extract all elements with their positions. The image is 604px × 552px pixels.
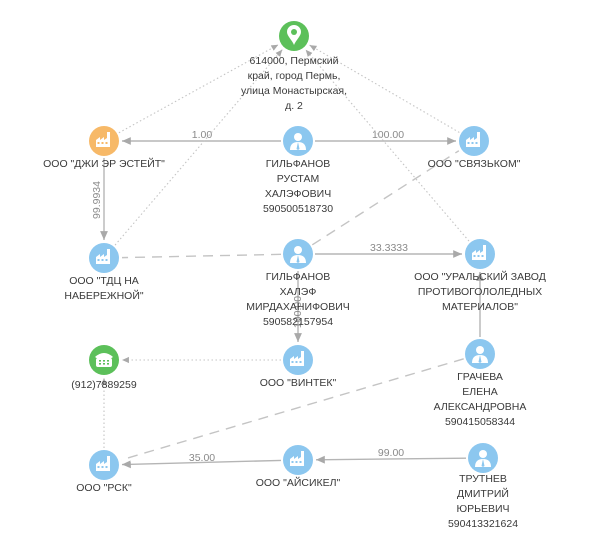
node-label: ГРАЧЕВА (457, 371, 503, 383)
node-tdc[interactable]: ООО "ТДЦ НА НАБЕРЕЖНОЙ" (64, 243, 144, 302)
node-label: ХАЛЭФ (280, 286, 317, 298)
map-pin-icon (287, 25, 301, 45)
node-label: ООО "ДЖИ ЭР ЭСТЕЙТ" (43, 157, 165, 170)
edge-svyaz-address (309, 44, 460, 133)
node-gilf_r[interactable]: ГИЛЬФАНОВ РУСТАМ ХАЛЭФОВИЧ 590500518730 (263, 126, 333, 215)
edge-label: 99.9934 (91, 181, 103, 219)
person-icon (290, 246, 306, 263)
node-label: РУСТАМ (277, 173, 320, 185)
node-label: ПРОТИВОГОЛОЛЕДНЫХ (418, 286, 542, 298)
node-label: край, город Пермь, (248, 70, 341, 82)
edge-gilf_h-tdc (121, 253, 282, 259)
node-label: МИРДАХАНИФОВИЧ (246, 301, 350, 313)
factory-icon (96, 456, 110, 471)
node-gilf_h[interactable]: ГИЛЬФАНОВ ХАЛЭФ МИРДАХАНИФОВИЧ 590582157954 (246, 239, 350, 328)
node-label: 614000, Пермский (250, 55, 339, 67)
node-label: 590500518730 (263, 203, 333, 215)
node-label: МАТЕРИАЛОВ" (442, 301, 518, 313)
node-label: ООО "УРАЛЬСКИЙ ЗАВОД (414, 270, 546, 283)
person-icon (475, 450, 491, 467)
person-icon (472, 346, 488, 363)
factory-icon (466, 132, 480, 147)
node-label: ХАЛЭФОВИЧ (265, 188, 331, 200)
node-vintek[interactable]: ООО "ВИНТЕК" (260, 345, 337, 389)
node-label: ГИЛЬФАНОВ (266, 158, 331, 170)
node-gracheva[interactable]: ГРАЧЕВА ЕЛЕНА АЛЕКСАНДРОВНА 590415058344 (434, 339, 527, 428)
node-label: ООО "АЙСИКЕЛ" (256, 476, 341, 489)
edge-label: 33.3333 (370, 242, 408, 254)
factory-icon (472, 245, 486, 260)
edge-tdc-address (114, 49, 283, 246)
node-label: АЛЕКСАНДРОВНА (434, 401, 527, 413)
node-label: 590413321624 (448, 518, 518, 530)
node-ural[interactable]: ООО "УРАЛЬСКИЙ ЗАВОД ПРОТИВОГОЛОЛЕДНЫХ МАТ… (414, 239, 546, 313)
factory-icon (96, 249, 110, 264)
edge-label: 35.00 (189, 452, 215, 464)
node-label: ООО "СВЯЗЬКОМ" (428, 158, 521, 170)
edge-trutnev-aisikel (315, 455, 467, 464)
node-label: ЮРЬЕВИЧ (456, 503, 509, 515)
node-label: 590415058344 (445, 416, 515, 428)
factory-icon (96, 132, 110, 147)
phone-icon (95, 353, 113, 367)
node-label: ООО "ТДЦ НА (69, 275, 139, 287)
node-label: ДМИТРИЙ (457, 487, 509, 500)
node-address[interactable]: 614000, Пермский край, город Пермь, улица … (241, 21, 347, 112)
node-label: НАБЕРЕЖНОЙ" (64, 289, 143, 302)
node-label: 590582157954 (263, 316, 333, 328)
node-aisikel[interactable]: ООО "АЙСИКЕЛ" (256, 445, 341, 489)
node-rsk[interactable]: ООО "РСК" (76, 450, 132, 494)
node-svyaz[interactable]: ООО "СВЯЗЬКОМ" (428, 126, 521, 170)
edge-gilf_h-svyaz (311, 150, 460, 246)
factory-icon (290, 351, 304, 366)
node-label: ООО "ВИНТЕК" (260, 377, 337, 389)
edge-aisikel-rsk (121, 459, 282, 469)
node-label: ГИЛЬФАНОВ (266, 271, 331, 283)
edge-gracheva-rsk (121, 358, 464, 461)
node-label: улица Монастырская, (241, 85, 347, 97)
node-label: ТРУТНЕВ (459, 473, 507, 485)
node-label: ООО "РСК" (76, 482, 132, 494)
node-label: д. 2 (285, 100, 303, 112)
person-icon (290, 133, 306, 150)
node-phone[interactable]: (912)7889259 (71, 345, 137, 391)
edge-label: 100.00 (292, 296, 304, 328)
node-label: ЕЛЕНА (462, 386, 497, 398)
edge-label: 99.00 (378, 447, 404, 459)
edge-label: 100.00 (372, 129, 404, 141)
factory-icon (290, 451, 304, 466)
node-jier[interactable]: ООО "ДЖИ ЭР ЭСТЕЙТ" (43, 126, 165, 170)
node-trutnev[interactable]: ТРУТНЕВ ДМИТРИЙ ЮРЬЕВИЧ 590413321624 (448, 443, 518, 530)
nodes-layer: 614000, Пермский край, город Пермь, улица … (43, 21, 546, 530)
node-label: (912)7889259 (71, 379, 137, 391)
